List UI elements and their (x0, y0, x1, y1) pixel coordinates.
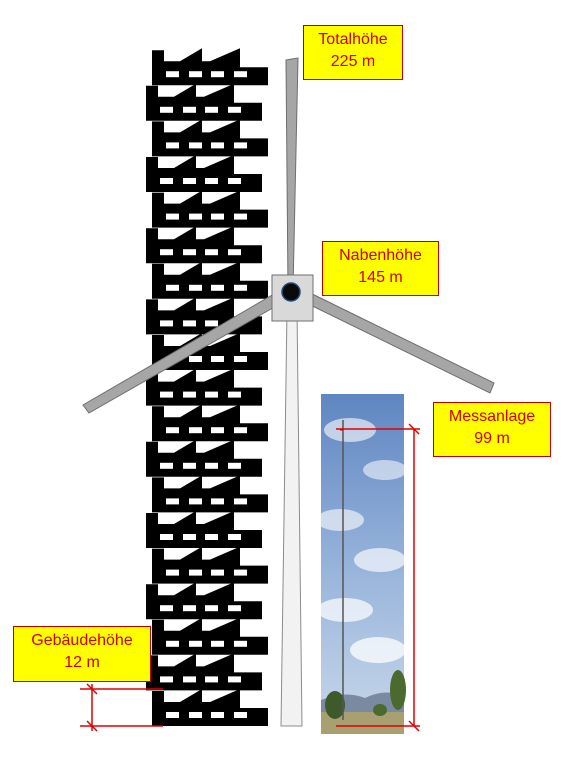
building-unit (152, 617, 268, 655)
turbine-blade-top (285, 57, 299, 291)
building-unit (152, 119, 268, 157)
total-height-value: 225 m (330, 53, 376, 70)
building-unit (152, 546, 268, 584)
building-unit (146, 155, 262, 192)
total-height-label: Totalhöhe 225 m (303, 25, 403, 80)
building-unit (146, 439, 262, 477)
mast-height-name: Messanlage (448, 408, 536, 425)
hub-height-value: 145 m (358, 269, 403, 286)
building-unit (146, 226, 262, 264)
turbine-hub (281, 282, 301, 302)
building-unit (152, 475, 268, 513)
building-unit (152, 689, 268, 726)
building-unit (152, 190, 268, 228)
building-unit (152, 404, 268, 442)
hub-height-name: Nabenhöhe (339, 247, 422, 264)
mast-dimension (336, 423, 420, 732)
building-unit (146, 582, 262, 620)
wind-turbine (82, 57, 495, 727)
building-height-label: Gebäudehöhe 12 m (13, 626, 151, 682)
building-unit (152, 261, 268, 299)
building-height-name: Gebäudehöhe (31, 632, 133, 649)
turbine-blade-right (293, 286, 495, 394)
measurement-mast-photo (316, 394, 407, 734)
hub-height-label: Nabenhöhe 145 m (322, 241, 439, 296)
building-stack (146, 48, 268, 726)
building-dimension (80, 683, 163, 732)
mast-height-label: Messanlage 99 m (433, 402, 551, 457)
building-height-value: 12 m (64, 654, 100, 671)
building-unit (152, 48, 268, 86)
mast-height-value: 99 m (474, 430, 510, 447)
turbine-tower (280, 309, 303, 727)
total-height-name: Totalhöhe (318, 31, 388, 48)
building-unit (146, 653, 262, 691)
building-unit (146, 83, 262, 121)
building-unit (146, 511, 262, 548)
building-unit (146, 368, 262, 406)
